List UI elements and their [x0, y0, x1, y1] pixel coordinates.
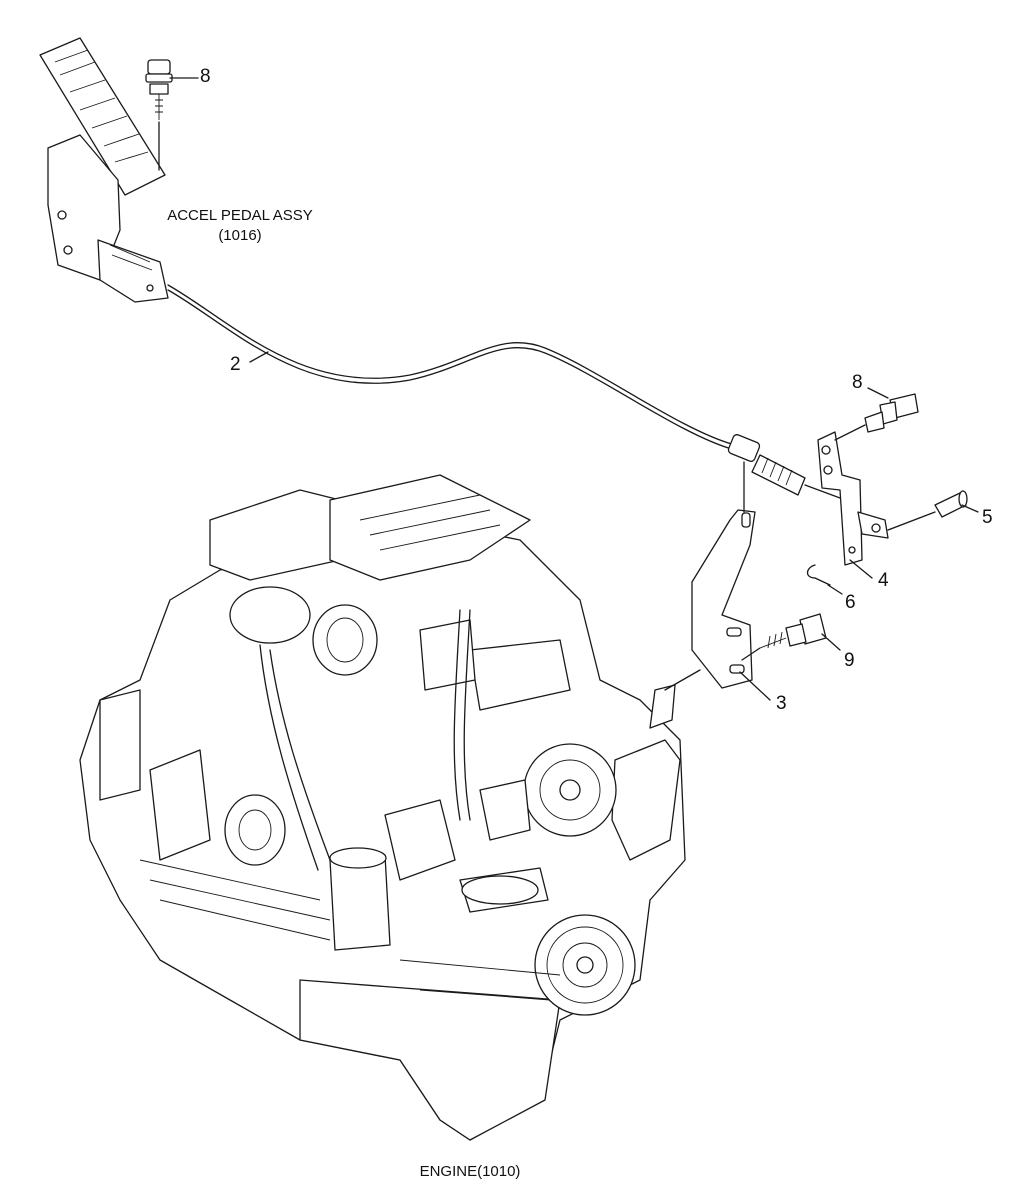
callout-leader-8-bracket [867, 387, 889, 399]
callout-8-top: 8 [200, 66, 211, 87]
callout-leader-4 [849, 559, 873, 579]
callout-leader-9 [821, 633, 841, 651]
callout-9: 9 [844, 650, 855, 671]
pedal-assembly-ref: (1016) [218, 227, 262, 244]
callout-leader-2 [249, 351, 269, 363]
callout-6: 6 [845, 592, 856, 613]
bracket-3 [691, 461, 756, 689]
accel-cable [167, 284, 736, 446]
callout-leader-5 [961, 504, 979, 513]
pedal-assembly-name: ACCEL PEDAL ASSY [167, 207, 313, 224]
cable-end-fitting [727, 434, 841, 499]
bolt-9 [741, 613, 827, 661]
callout-leader-6 [827, 584, 843, 595]
callout-leader-2b [664, 669, 701, 691]
pin-5 [887, 490, 968, 531]
callout-2: 2 [230, 354, 241, 375]
engine-label: ENGINE(1010) [419, 1163, 521, 1180]
callout-4: 4 [878, 570, 889, 591]
accel-pedal-assembly [39, 37, 169, 303]
engine-assembly [79, 474, 686, 1141]
cotter-pin-6 [806, 564, 831, 586]
callout-3: 3 [776, 693, 787, 714]
callout-leader-3 [739, 671, 771, 701]
bracket-4 [817, 431, 889, 566]
callout-5: 5 [982, 507, 993, 528]
callout-8-bracket: 8 [852, 372, 863, 393]
bolt-8-top [145, 59, 173, 171]
pedal-assembly-title: ACCEL PEDAL ASSY (1016) [140, 206, 340, 246]
bolt-8-bracket [834, 393, 919, 441]
